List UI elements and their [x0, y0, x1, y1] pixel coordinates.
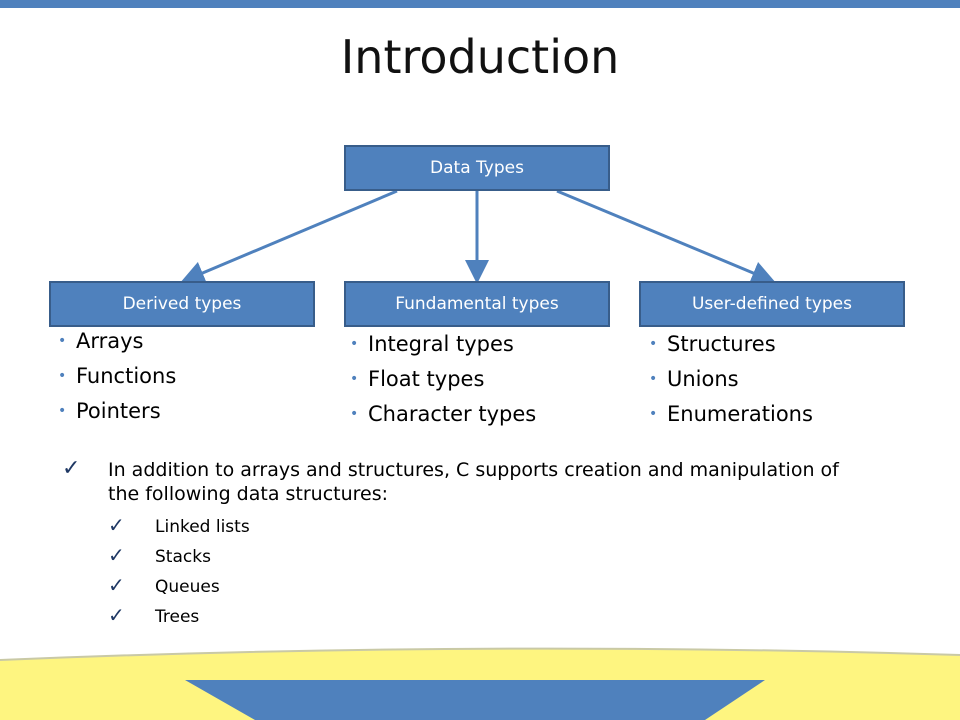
footer-wave-line	[0, 647, 960, 661]
list-item: ✓ Linked lists	[108, 512, 250, 542]
checkmark-icon: ✓	[108, 513, 125, 537]
list-item: Functions	[56, 359, 176, 394]
list-item: Enumerations	[647, 397, 813, 432]
list-item: Character types	[348, 397, 536, 432]
slide-title: Introduction	[340, 30, 620, 84]
list-item-label: Queues	[155, 577, 220, 597]
list-item: ✓ Trees	[108, 602, 250, 632]
list-item: ✓ Queues	[108, 572, 250, 602]
arrow-to-user-defined	[556, 189, 776, 285]
checkmark-icon: ✓	[108, 573, 125, 597]
node-fundamental-types: Fundamental types	[344, 281, 610, 327]
checkmark-icon: ✓	[62, 456, 81, 481]
fundamental-types-list: Integral types Float types Character typ…	[348, 327, 536, 432]
checkmark-icon: ✓	[108, 603, 125, 627]
list-item-label: Stacks	[155, 547, 211, 567]
list-item: Structures	[647, 327, 813, 362]
node-derived-types: Derived types	[49, 281, 315, 327]
node-user-defined-types: User-defined types	[639, 281, 905, 327]
list-item: ✓ Stacks	[108, 542, 250, 572]
list-item-label: Linked lists	[155, 517, 250, 537]
list-item: Unions	[647, 362, 813, 397]
list-item: Integral types	[348, 327, 536, 362]
checkmark-icon: ✓	[108, 543, 125, 567]
data-structures-list: ✓ Linked lists ✓ Stacks ✓ Queues ✓ Trees	[108, 512, 250, 632]
list-item: Arrays	[56, 324, 176, 359]
derived-types-list: Arrays Functions Pointers	[56, 324, 176, 429]
node-data-types: Data Types	[344, 145, 610, 191]
note-text: In addition to arrays and structures, C …	[108, 459, 839, 505]
list-item-label: Trees	[155, 607, 200, 627]
user-defined-types-list: Structures Unions Enumerations	[647, 327, 813, 432]
list-item: Pointers	[56, 394, 176, 429]
arrow-to-derived	[180, 189, 398, 285]
list-item: Float types	[348, 362, 536, 397]
top-accent-bar	[0, 0, 960, 8]
footer-blue-band	[185, 680, 765, 720]
